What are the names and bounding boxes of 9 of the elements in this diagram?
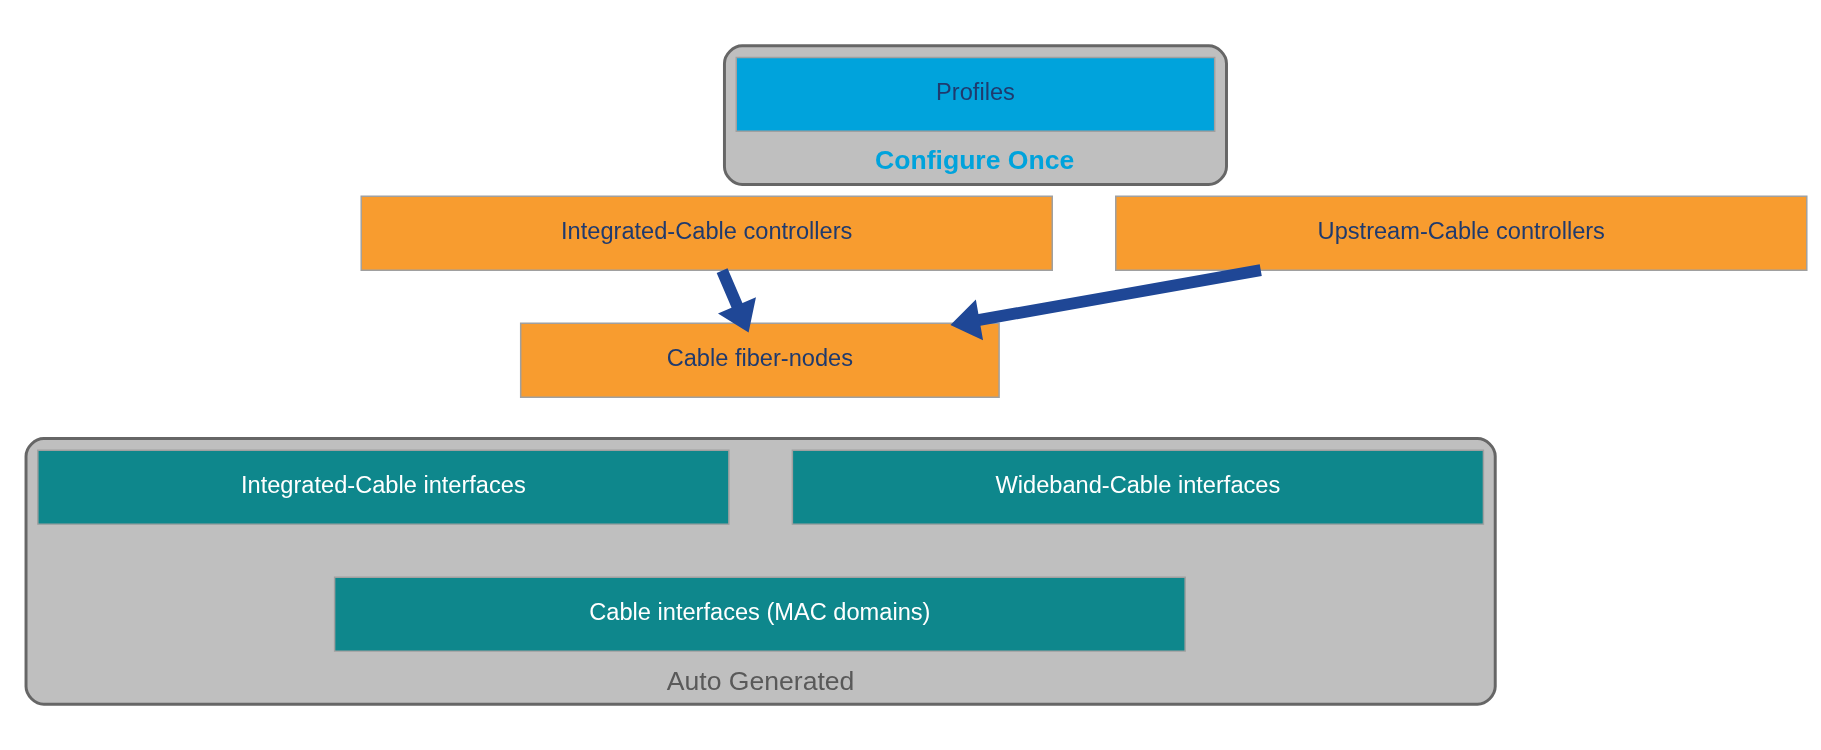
node-box: Upstream-Cable controllers [1115, 195, 1808, 271]
node-box: Integrated-Cable interfaces [37, 449, 730, 525]
node-box: Wideband-Cable interfaces [791, 449, 1485, 525]
node-box: Cable fiber-nodes [519, 322, 1000, 398]
node-box: Cable interfaces (MAC domains) [333, 576, 1186, 652]
node-box: Integrated-Cable controllers [360, 195, 1053, 271]
arrow [950, 264, 1262, 341]
arrow [716, 268, 756, 333]
node-box: Profiles [735, 56, 1216, 133]
